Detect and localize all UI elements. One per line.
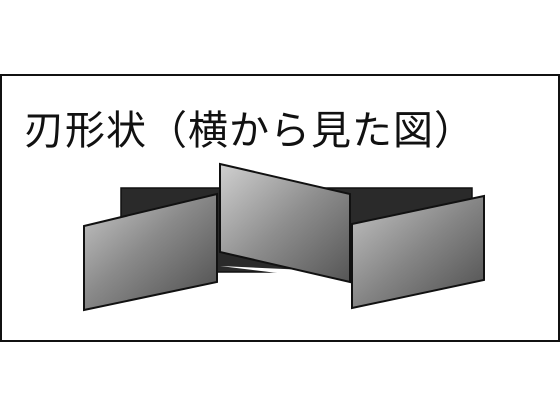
diagram-frame: 刃形状（横から見た図） [0,74,560,342]
blade-shape-diagram [83,162,485,312]
diagram-title: 刃形状（横から見た図） [24,108,475,154]
center-gap [220,266,350,282]
center-blade [219,162,351,284]
left-blade [83,192,218,312]
right-blade [351,194,485,310]
